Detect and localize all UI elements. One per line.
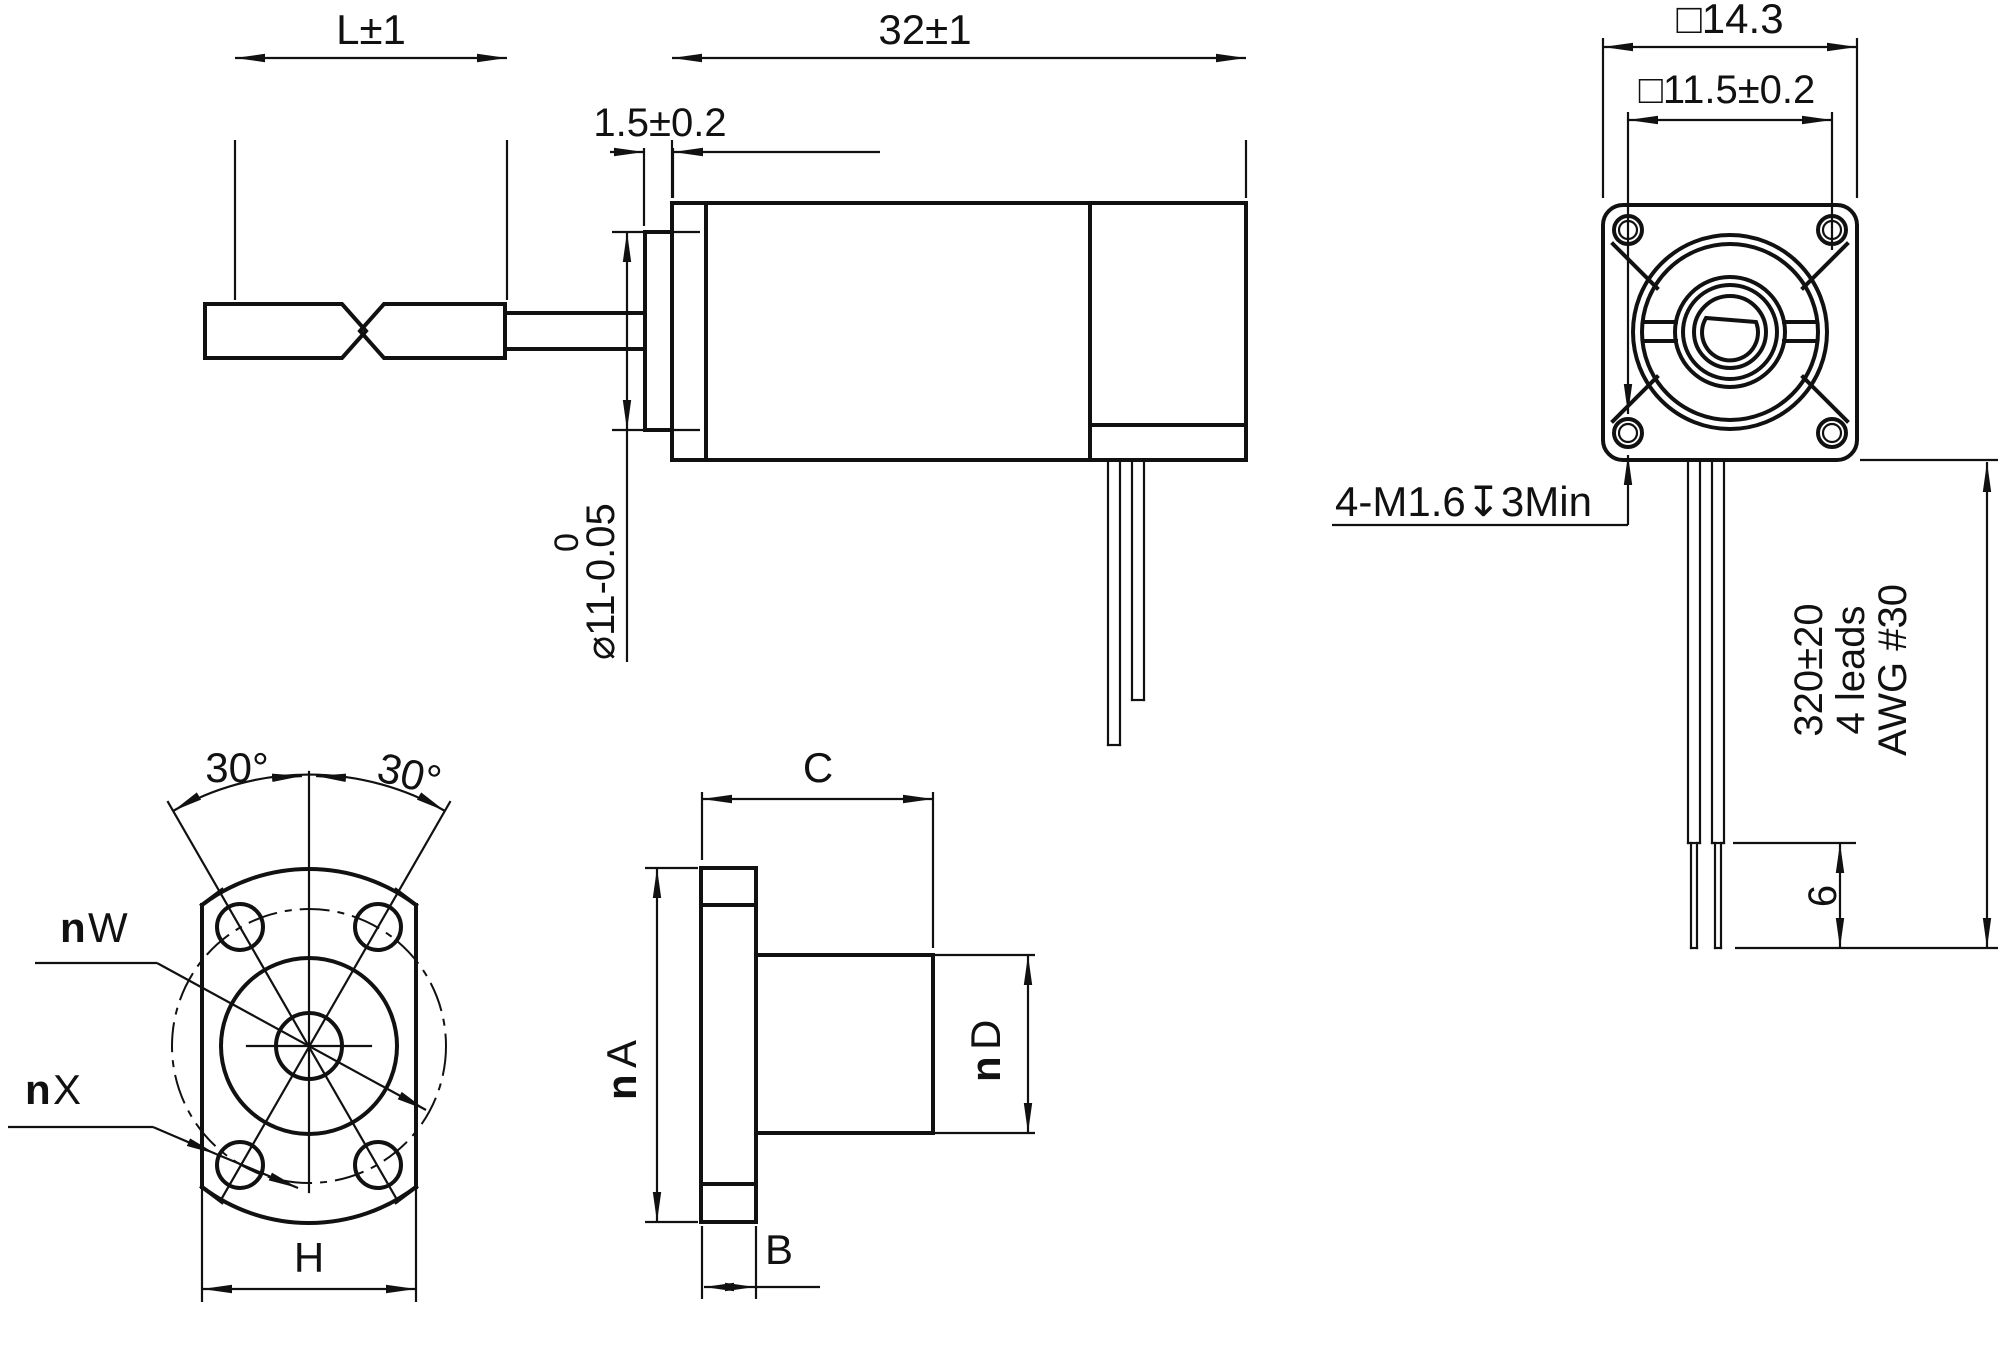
callout-bolt-circle: n W	[35, 904, 427, 1111]
dim-motor-length: 32±1	[670, 6, 1248, 198]
lead-screw-segment-2	[357, 302, 507, 360]
across-flats-label: H	[294, 1234, 324, 1281]
dim-strip-length: 6	[1733, 841, 1856, 948]
dim-across-flats: H	[200, 1187, 418, 1302]
dim-hole-pitch: □11.5±0.2	[1623, 68, 1834, 414]
front-view-lead-wires	[1686, 458, 1726, 950]
side-view-lead-wires	[1106, 458, 1146, 747]
angle-left-label: 30°	[205, 744, 269, 791]
front-view: □14.3 □11.5±0.2 4-M1.6↧3Min	[1332, 0, 1998, 950]
motor-length-label: 32±1	[878, 6, 971, 53]
pilot-boss-circle-outer	[1673, 275, 1787, 389]
dim-nut-length: C	[700, 744, 935, 948]
callout-hole-diameter: n X	[8, 1066, 299, 1190]
hole-pitch-label: □11.5±0.2	[1639, 68, 1816, 112]
motor-body-circle-inner	[1640, 242, 1820, 422]
hole-diameter-label-prefix: n	[25, 1066, 51, 1113]
nut-front-view: 30° 30° n W n X H	[8, 743, 452, 1302]
hole-diameter-label-letter: X	[53, 1066, 81, 1113]
bolt-circle-label-letter: W	[88, 904, 128, 951]
pilot-length-label: 1.5±0.2	[593, 101, 726, 145]
motor-body	[670, 201, 1248, 462]
bolt-circle-label-prefix: n	[60, 904, 86, 951]
pilot-boss-circle-inner	[1681, 283, 1779, 381]
dim-screw-length: L±1	[233, 6, 509, 300]
dim-nut-flange-thickness: B	[700, 1226, 820, 1299]
nut-flange-diameter-prefix: n	[598, 1074, 645, 1100]
nut-flange-plate	[699, 866, 758, 1224]
side-view: L±1 32±1 1.5±0.2 ⌀11-0.05 0	[203, 6, 1248, 747]
nut-body	[754, 953, 935, 1135]
pilot-boss	[643, 230, 674, 432]
lead-wire-length-label: 320±20	[1787, 603, 1831, 736]
nut-flange-diameter-letter: A	[598, 1040, 645, 1068]
pilot-diameter-tolerance-upper: 0	[548, 533, 586, 552]
nut-length-label: C	[803, 744, 833, 791]
shaft-d-profile	[1700, 315, 1760, 363]
lead-count-label: 4 leads	[1829, 606, 1873, 735]
dim-pilot-length: 1.5±0.2	[593, 101, 880, 226]
nut-flange-thickness-label: B	[765, 1226, 793, 1273]
hole-axis-diagonal-1	[166, 800, 398, 1200]
flange-size-label: □14.3	[1676, 0, 1783, 42]
wire-gauge-label: AWG #30	[1871, 584, 1915, 756]
dim-flange-size: □14.3	[1601, 0, 1859, 198]
dim-wire-length: 320±20 4 leads AWG #30	[1735, 458, 1998, 950]
screw-length-label: L±1	[336, 6, 406, 53]
nut-body-diameter-letter: D	[962, 1020, 1009, 1050]
pilot-diameter-label: ⌀11-0.05	[579, 503, 623, 660]
strip-length-label: 6	[1801, 885, 1845, 907]
mounting-thread-label: 4-M1.6↧3Min	[1335, 478, 1592, 525]
angle-right-label: 30°	[373, 743, 446, 804]
hole-axis-diagonal-2	[220, 800, 452, 1200]
nut-mounting-holes	[215, 902, 403, 1190]
lead-screw-segment-1	[203, 302, 369, 360]
thread-callout: 4-M1.6↧3Min	[1332, 455, 1633, 527]
dim-pilot-diameter: ⌀11-0.05 0	[548, 230, 700, 662]
dim-nut-body-diameter: n D	[933, 953, 1035, 1135]
shaft-hole-circle	[1692, 294, 1768, 370]
nut-flange-bottom-arc	[199, 1184, 419, 1225]
motor-body-circle-outer	[1631, 233, 1829, 431]
nut-side-view: C n A n D B	[598, 744, 1035, 1299]
dim-nut-flange-diameter: n A	[598, 866, 698, 1224]
nut-body-diameter-prefix: n	[962, 1056, 1009, 1082]
